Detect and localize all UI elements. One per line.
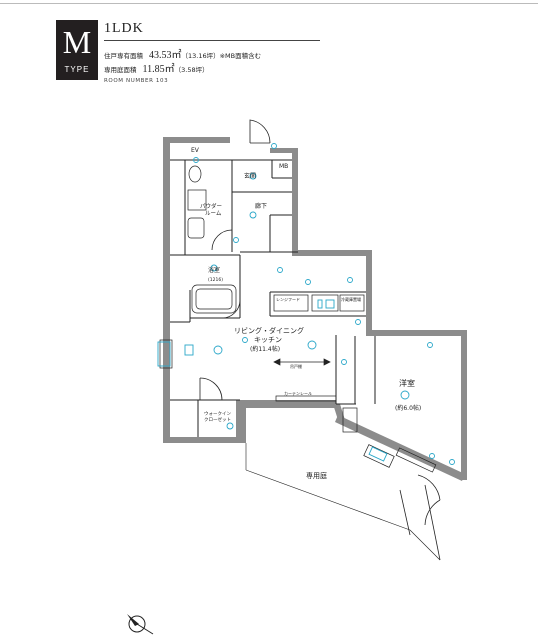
light-icon — [249, 211, 257, 219]
wall-north-ev — [163, 137, 230, 143]
label-rouka: 廊下 — [255, 202, 267, 210]
light-icon — [249, 172, 257, 180]
light-icon — [307, 340, 317, 350]
header-rule — [104, 40, 320, 41]
label-youshitsu-size: (約6.0帖) — [395, 404, 421, 412]
fridge-space — [339, 294, 365, 312]
label-powder: パウダールーム — [200, 202, 222, 217]
area-value: 43.53㎡ — [149, 50, 182, 61]
type-word: TYPE — [64, 65, 90, 74]
label-youshitsu: 洋室 — [399, 378, 415, 388]
top-rule — [0, 3, 538, 4]
doors — [199, 119, 441, 561]
garden-row: 専用庭面積 11.85㎡（3.58坪） — [104, 60, 209, 75]
label-curtain: カーテンレール — [284, 390, 312, 396]
electrical-markers — [157, 143, 455, 465]
bathtub-icon — [191, 284, 237, 314]
area-label: 住戸専有面積 — [104, 52, 143, 60]
wall-south-ldk — [240, 400, 336, 408]
light-icon — [400, 390, 410, 400]
label-kitchen-right: 冷蔵庫置場 — [341, 296, 361, 302]
toilet-icon — [188, 165, 202, 183]
kitchen-counter-left — [273, 294, 309, 312]
area-row: 住戸専有面積 43.53㎡（13.16坪）※MB面積含む — [104, 46, 261, 61]
wall-angle-a — [333, 404, 345, 420]
wall-north-kitchen — [292, 250, 370, 256]
wall-east-upper — [292, 148, 298, 253]
garden-value: 11.85㎡ — [142, 64, 175, 75]
light-icon — [210, 264, 218, 272]
north-arrow-icon — [127, 614, 154, 635]
window-icon — [159, 339, 173, 369]
label-walkin: ウォークインクローゼット — [204, 410, 231, 423]
area-note: （13.16坪）※MB面積含む — [181, 52, 262, 60]
wall-north-mb — [270, 148, 296, 153]
label-bath-size: (1216) — [208, 277, 223, 283]
light-icon — [213, 345, 223, 355]
label-mb: MB — [279, 163, 288, 170]
wall-west — [163, 137, 170, 437]
label-genkan: 玄関 — [244, 172, 256, 180]
label-kitchen-left: レンジフード — [276, 297, 300, 302]
garden-outline — [245, 443, 441, 561]
room-number: ROOM NUMBER 103 — [104, 78, 169, 84]
label-ldk: リビング・ダイニング キッチン — [234, 326, 306, 344]
interior-walls — [170, 159, 376, 437]
light-icon — [226, 422, 234, 430]
label-bath: 浴室 — [208, 266, 220, 274]
label-sliding: 吊戸棚 — [290, 363, 302, 369]
wall-wic-east — [236, 400, 246, 443]
garden-note: （3.58坪） — [174, 66, 209, 74]
wall-north-bedroom — [366, 330, 466, 336]
slide-arrow — [273, 358, 331, 366]
label-ldk-size: (約11.4帖) — [250, 345, 280, 353]
label-ldk-line1: リビング・ダイニング — [234, 326, 304, 335]
sink-icon — [187, 217, 205, 239]
wall-east-kitchen — [366, 250, 372, 334]
garden-label: 専用庭面積 — [104, 66, 137, 74]
type-badge: M TYPE — [56, 20, 98, 80]
washer-icon — [187, 189, 207, 211]
label-ev: EV — [191, 147, 200, 154]
wall-south-wic — [163, 437, 239, 443]
label-ldk-line2: キッチン — [254, 336, 282, 344]
label-garden: 専用庭 — [306, 471, 327, 480]
wall-east-bedroom — [461, 330, 467, 480]
fixtures — [159, 165, 437, 473]
layout-name: 1LDK — [104, 21, 144, 36]
type-letter: M — [62, 24, 92, 60]
cooktop-icon — [311, 294, 339, 312]
